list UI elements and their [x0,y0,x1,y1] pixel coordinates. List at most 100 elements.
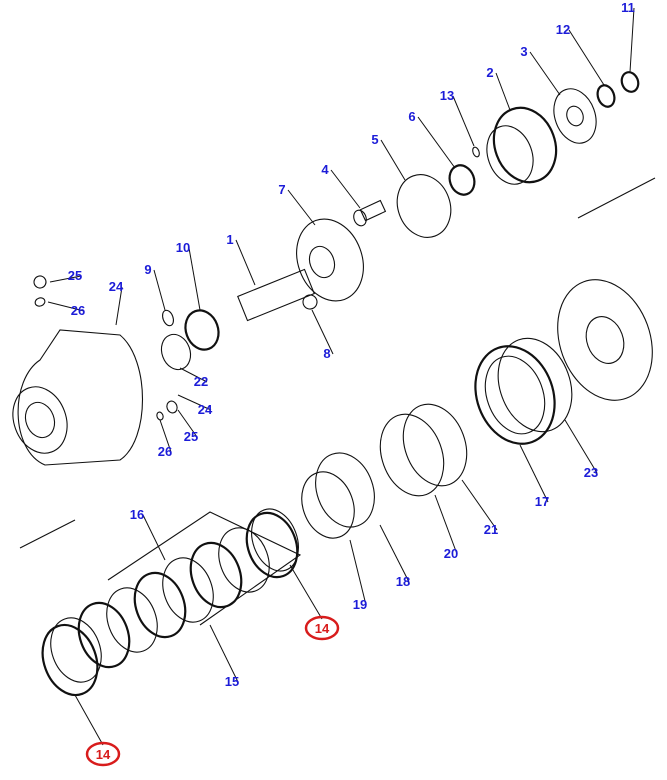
part-label-26: 26 [71,303,85,318]
part-3-plate [553,88,597,144]
leader-line [177,409,198,438]
part-20-ring [379,413,445,497]
part-label-24: 24 [198,402,213,417]
part-25-plug [33,275,47,289]
part-6-spring [448,164,476,196]
part-label-12: 12 [556,22,570,37]
leader-line [311,309,334,355]
part-26-oring-b [156,411,164,421]
housing-right-hub [585,316,625,364]
part-26-oring [34,297,46,307]
disc-pack-bracket [107,511,302,626]
leader-line [289,564,323,620]
part-label-7: 7 [278,182,285,197]
leader-line [349,539,367,606]
leader-line [495,72,511,111]
part-16-disc [106,587,158,653]
leader-line [188,247,201,311]
housing-bore [12,386,68,454]
leader-line [115,286,123,326]
part-4-rod [359,199,387,222]
part-label-19: 19 [353,597,367,612]
leader-line [417,116,456,169]
part-labels: 1112321365471109252624822242526231721201… [68,0,635,689]
highlight-circle [85,741,121,767]
part-label-25: 25 [184,429,198,444]
part-2-face [486,125,534,185]
leader-line [434,494,458,555]
leader-line [153,269,166,311]
leader-line [47,301,85,312]
part-4-piston [353,209,367,227]
leader-line [74,694,104,746]
part-22-seal [160,333,192,371]
part-label-2: 2 [486,65,493,80]
part-11-nut [620,71,640,93]
leader-line [142,514,166,561]
leader-line [177,394,212,411]
housing-bore-inner [24,401,56,439]
part-label-15: 15 [225,674,239,689]
leader-line [179,367,208,383]
part-18-ring [315,452,375,528]
part-label-11: 11 [621,0,635,15]
leader-line [330,169,361,209]
part-label-20: 20 [444,546,458,561]
part-7-swash-plate [296,218,364,302]
leader-line [235,239,256,286]
part-14-snap-ring [41,623,99,697]
leader-line [159,419,172,453]
part-3-hole [566,105,584,127]
part-21-ring [402,403,468,487]
housing-left [17,329,143,466]
part-label-26: 26 [158,444,172,459]
leader-lines [47,7,635,746]
part-7-hole [308,245,336,279]
part-label-9: 9 [144,262,151,277]
part-label-8: 8 [323,346,330,361]
part-23-oring [497,337,573,433]
housing-right [557,279,653,401]
part-label-5: 5 [371,132,378,147]
part-16-disc [218,527,270,593]
part-16-disc [162,557,214,623]
part-1-shaft [237,268,315,322]
part-19-ring [301,471,355,539]
part-8-ball [302,294,318,310]
part-label-22: 22 [194,374,208,389]
part-10-bearing [184,309,220,351]
part-25-plug-b [166,400,178,414]
part-16-disc [50,617,102,683]
part-16-disc [189,541,243,609]
parts-drawing [12,71,656,697]
part-16-disc [245,511,299,579]
part-label-21: 21 [484,522,498,537]
frame-line [19,519,76,549]
part-16-disc [133,571,187,639]
part-label-13: 13 [440,88,454,103]
leader-line [461,479,498,531]
leader-line [287,189,316,226]
part-label-1: 1 [226,232,233,247]
part-label-6: 6 [408,109,415,124]
part-13-pin [472,146,480,158]
leader-line [519,444,549,503]
part-14-snap-ring-b [251,508,299,572]
part-16-disc [77,601,131,669]
part-17-inner [484,355,546,435]
part-12-bearing [596,84,616,108]
highlight-circle [304,615,340,641]
leader-line [49,275,82,283]
part-label-10: 10 [176,240,190,255]
leader-line [568,29,605,86]
part-label-17: 17 [535,494,549,509]
part-17-ring-gear [474,345,556,445]
leader-line [564,419,598,474]
highlighted-label-14: 14 [96,747,111,762]
part-label-23: 23 [584,465,598,480]
leader-line [209,624,239,683]
part-9-spring [162,309,174,327]
